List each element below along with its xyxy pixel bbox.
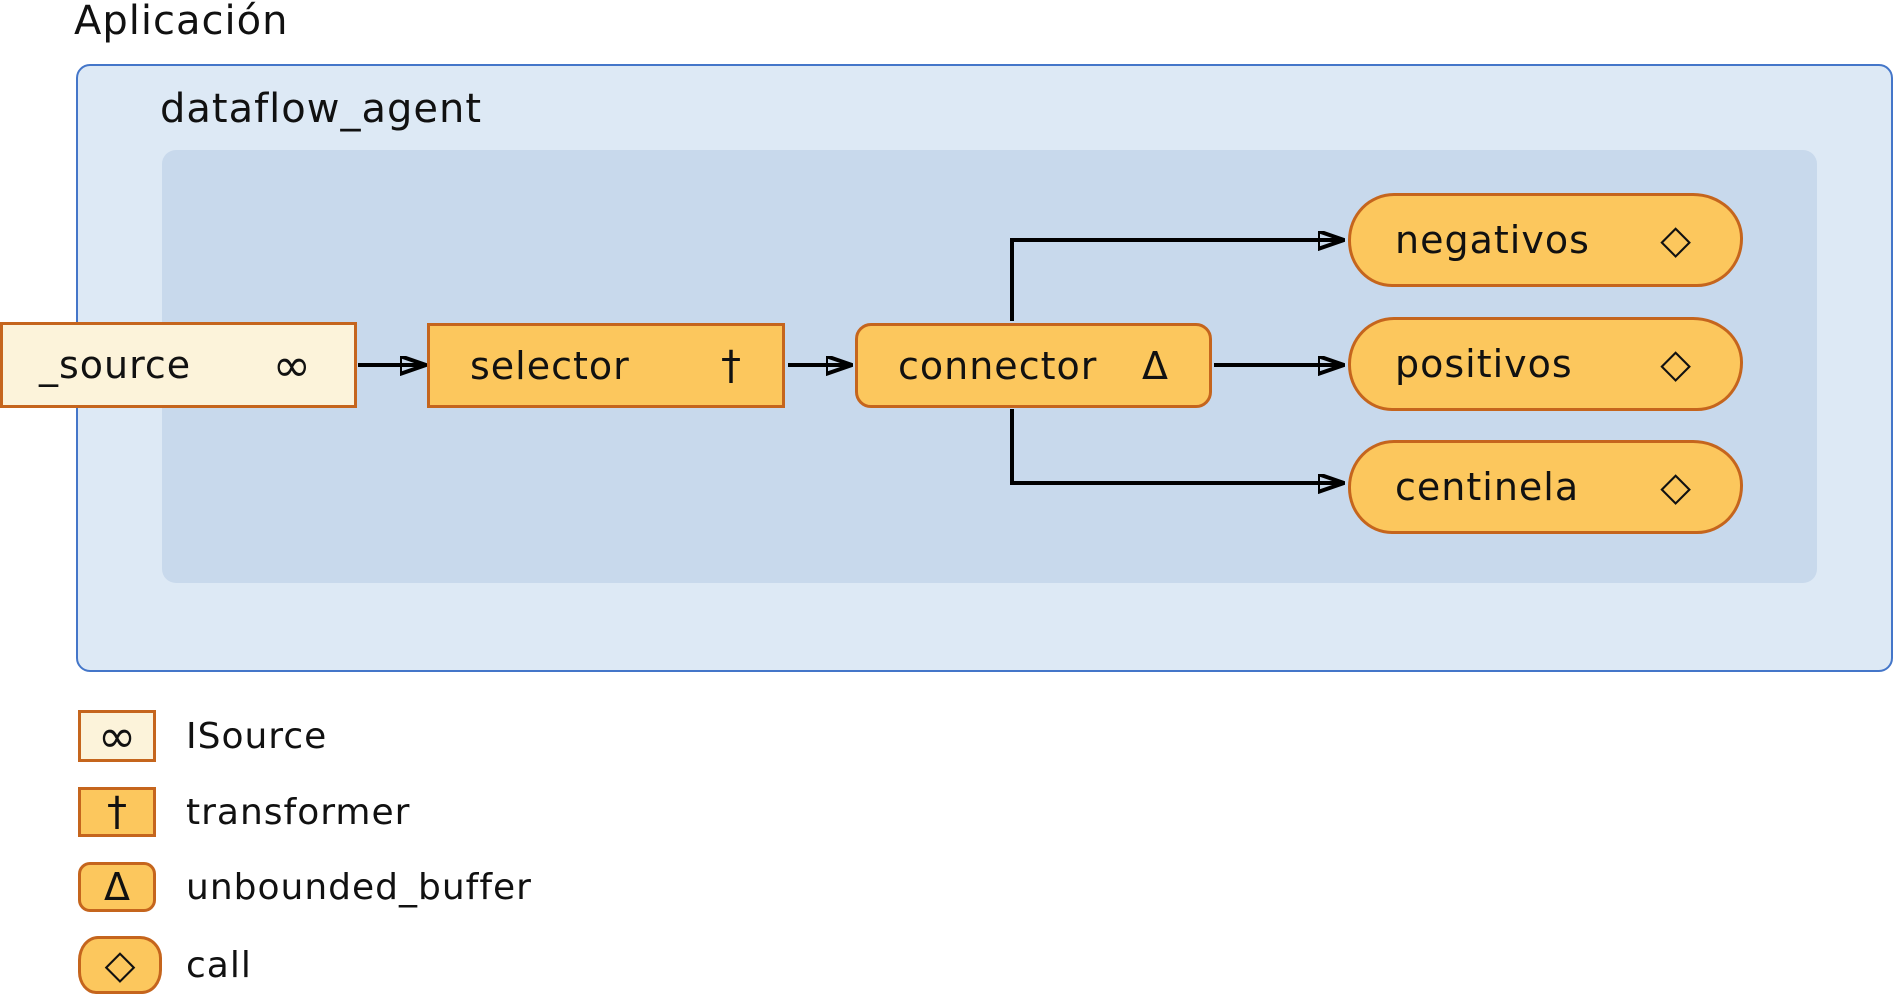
node-source-label: _source bbox=[39, 343, 192, 387]
node-centinela-label: centinela bbox=[1395, 465, 1580, 509]
legend: ∞ ISource † transformer Δ unbounded_buff… bbox=[0, 700, 700, 998]
unbounded-buffer-swatch: Δ bbox=[78, 862, 156, 912]
dagger-icon: † bbox=[721, 342, 742, 389]
infinity-icon: ∞ bbox=[272, 338, 312, 392]
page-title: Aplicación bbox=[74, 0, 289, 44]
diamond-icon: ◇ bbox=[1660, 464, 1692, 510]
diamond-icon: ◇ bbox=[1660, 341, 1692, 387]
node-selector-label: selector bbox=[470, 343, 630, 388]
legend-row-transformer: † transformer bbox=[78, 787, 410, 837]
legend-label-call: call bbox=[186, 944, 252, 986]
node-connector: connector Δ bbox=[855, 323, 1212, 408]
node-centinela: centinela ◇ bbox=[1348, 440, 1743, 534]
dagger-icon: † bbox=[107, 789, 127, 835]
legend-row-call: ◇ call bbox=[78, 936, 252, 994]
diamond-icon: ◇ bbox=[1660, 217, 1692, 263]
legend-swatch-holder: Δ bbox=[78, 862, 162, 912]
node-source: _source ∞ bbox=[0, 322, 357, 408]
delta-icon: Δ bbox=[104, 865, 130, 909]
legend-label-transformer: transformer bbox=[186, 791, 411, 833]
node-positivos: positivos ◇ bbox=[1348, 317, 1743, 411]
delta-icon: Δ bbox=[1142, 343, 1169, 388]
legend-row-isource: ∞ ISource bbox=[78, 710, 327, 762]
node-connector-label: connector bbox=[898, 343, 1098, 388]
node-selector: selector † bbox=[427, 323, 785, 408]
call-swatch: ◇ bbox=[78, 936, 162, 994]
diamond-icon: ◇ bbox=[104, 942, 136, 988]
isource-swatch: ∞ bbox=[78, 710, 156, 762]
dataflow-agent-label: dataflow_agent bbox=[160, 86, 483, 132]
infinity-icon: ∞ bbox=[97, 709, 137, 763]
node-negativos: negativos ◇ bbox=[1348, 193, 1743, 287]
node-negativos-label: negativos bbox=[1395, 218, 1590, 262]
legend-swatch-holder: ∞ bbox=[78, 710, 162, 762]
legend-label-unbounded-buffer: unbounded_buffer bbox=[186, 866, 532, 908]
node-positivos-label: positivos bbox=[1395, 342, 1573, 386]
legend-swatch-holder: ◇ bbox=[78, 936, 162, 994]
legend-label-isource: ISource bbox=[186, 715, 328, 757]
legend-swatch-holder: † bbox=[78, 787, 162, 837]
transformer-swatch: † bbox=[78, 787, 156, 837]
legend-row-unbounded-buffer: Δ unbounded_buffer bbox=[78, 862, 532, 912]
